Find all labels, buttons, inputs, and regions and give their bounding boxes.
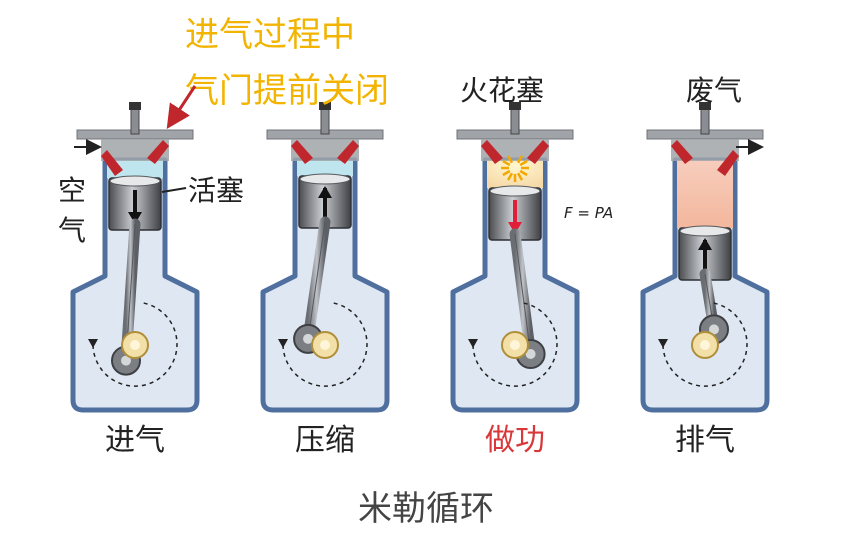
spark-plug-cap bbox=[319, 102, 331, 110]
spark-plug bbox=[130, 107, 140, 135]
crankshaft-center bbox=[700, 340, 710, 350]
rotation-arrow-head bbox=[468, 339, 478, 348]
crank-pin bbox=[121, 355, 131, 366]
piston-arrow-head bbox=[508, 222, 522, 234]
crank-pin bbox=[709, 324, 719, 335]
spark-plug bbox=[320, 107, 330, 135]
force-formula: F = PA bbox=[564, 204, 613, 222]
exhaust-valve bbox=[527, 140, 549, 164]
rotation-arrow-head bbox=[88, 339, 98, 348]
stroke-name-4: 排气 bbox=[675, 423, 735, 458]
spark-burst bbox=[501, 155, 529, 182]
crank-pin bbox=[525, 349, 536, 359]
rotation-path bbox=[472, 302, 558, 387]
intake-valve bbox=[101, 150, 123, 176]
piston-arrow-head bbox=[698, 238, 712, 250]
spark-plug-cap bbox=[129, 102, 141, 110]
engine-4 bbox=[640, 102, 770, 413]
rotation-path bbox=[282, 302, 368, 387]
spark-plug-cap bbox=[509, 102, 521, 110]
intake-valve bbox=[291, 140, 313, 164]
engine-3 bbox=[450, 102, 580, 413]
exhaust-valve bbox=[717, 150, 739, 176]
crank-pin bbox=[303, 333, 314, 344]
exhaust-gas-label: 废气 bbox=[686, 74, 742, 107]
engine-1 bbox=[70, 102, 200, 413]
rotation-arrow-head bbox=[278, 339, 288, 348]
rotation-path bbox=[92, 302, 178, 387]
crankshaft-center bbox=[510, 340, 520, 350]
piston-arrow-head bbox=[318, 186, 332, 198]
exhaust-valve bbox=[337, 140, 359, 164]
crankshaft-center bbox=[320, 340, 330, 350]
spark-plug bbox=[700, 107, 710, 135]
piston-crown bbox=[109, 175, 161, 187]
connecting-rod-edge bbox=[514, 233, 532, 355]
piston-label: 活塞 bbox=[188, 174, 244, 207]
cylinder-block bbox=[450, 157, 580, 413]
early-valve-close-note-line1: 进气过程中 bbox=[185, 15, 355, 55]
piston-arrow-head bbox=[128, 212, 142, 224]
stroke-name-3: 做功 bbox=[485, 423, 545, 458]
crankshaft-center bbox=[130, 340, 140, 350]
spark-plug-cap bbox=[699, 102, 711, 110]
rotation-path bbox=[662, 302, 748, 387]
engine-2 bbox=[260, 102, 390, 413]
stroke-name-2: 压缩 bbox=[295, 423, 355, 458]
connecting-rod-edge bbox=[307, 221, 326, 339]
piston-label-pointer bbox=[161, 187, 187, 193]
piston-crown bbox=[489, 185, 541, 197]
rotation-arrow-head bbox=[658, 339, 668, 348]
combustion-chamber bbox=[107, 160, 163, 178]
annotation-pointer-arrow bbox=[166, 85, 197, 130]
exhaust-valve bbox=[147, 140, 169, 164]
early-valve-close-note-line2: 气门提前关闭 bbox=[185, 71, 389, 111]
cycle-caption: 米勒循环 bbox=[358, 489, 494, 529]
stroke-name-1: 进气 bbox=[105, 423, 165, 458]
spark-plug-label: 火花塞 bbox=[460, 74, 544, 107]
air-label-char2: 气 bbox=[58, 214, 86, 247]
piston-crown bbox=[299, 173, 351, 185]
spark-plug bbox=[510, 107, 520, 135]
air-label-char1: 空 bbox=[58, 174, 86, 207]
intake-valve bbox=[671, 140, 693, 164]
intake-valve bbox=[481, 140, 503, 164]
combustion-chamber bbox=[297, 160, 353, 176]
piston-crown bbox=[679, 225, 731, 237]
cylinder-block bbox=[260, 157, 390, 413]
